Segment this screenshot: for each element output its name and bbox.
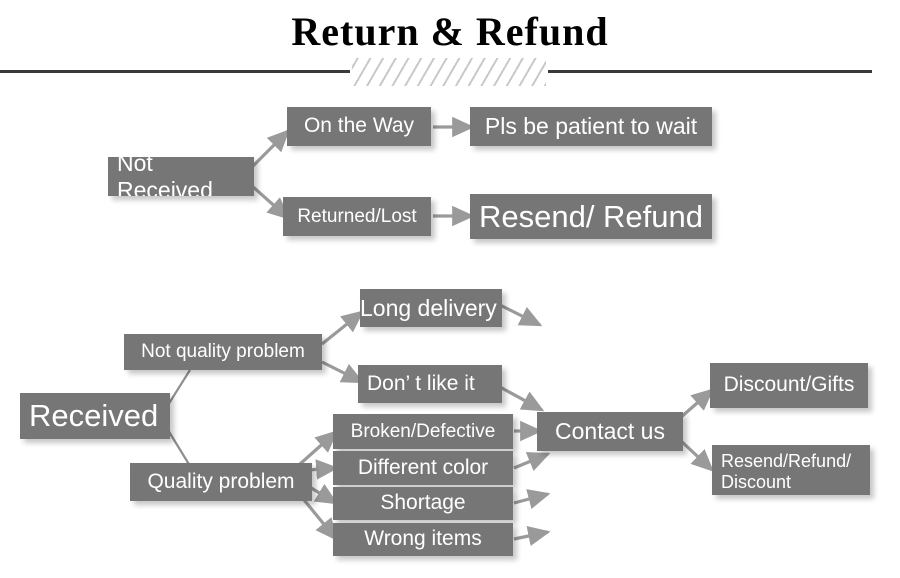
page-title: Return & Refund (291, 9, 609, 54)
outcome-line-2: Discount (721, 471, 792, 492)
node-on-the-way[interactable]: On the Way (287, 107, 431, 146)
divider-rule-right (548, 70, 872, 73)
divider-hatch-icon (352, 58, 546, 86)
node-not-received[interactable]: Not Received (108, 157, 254, 196)
node-shortage[interactable]: Shortage (333, 487, 513, 520)
node-long-delivery[interactable]: Long delivery (360, 289, 502, 327)
node-pls-be-patient-to-wait[interactable]: Pls be patient to wait (470, 107, 712, 146)
node-contact-us[interactable]: Contact us (537, 412, 683, 451)
node-different-color[interactable]: Different color (333, 451, 513, 485)
node-resend-refund[interactable]: Resend/ Refund (470, 194, 712, 239)
node-received[interactable]: Received (20, 393, 170, 439)
divider-rule-left (0, 70, 350, 73)
node-returned-lost[interactable]: Returned/Lost (283, 197, 431, 236)
node-quality-problem[interactable]: Quality problem (130, 463, 312, 501)
node-resend-refund-discount[interactable]: Resend/Refund/ Discount (712, 445, 870, 495)
node-not-quality-problem[interactable]: Not quality problem (124, 334, 322, 370)
node-dont-like-it[interactable]: Don’ t like it (358, 365, 502, 403)
outcome-line-1: Resend/Refund/ (721, 451, 852, 471)
node-discount-gifts[interactable]: Discount/Gifts (710, 363, 868, 408)
node-broken-defective[interactable]: Broken/Defective (333, 414, 513, 449)
node-wrong-items[interactable]: Wrong items (333, 523, 513, 556)
